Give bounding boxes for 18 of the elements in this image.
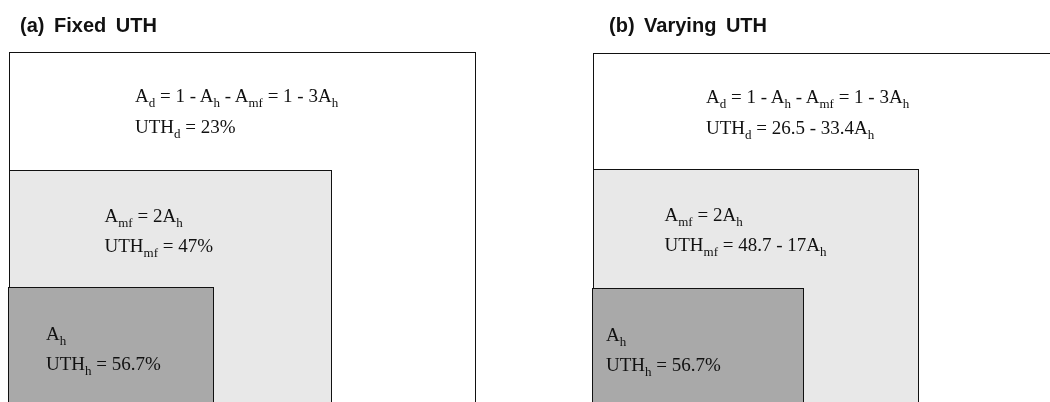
formula-text: A$_{mf}$ = 2A$_{h}$	[664, 204, 743, 226]
formula-text: UTH$_{mf}$ = 47%	[104, 235, 214, 257]
formula-text: A$_{h}$	[46, 323, 67, 345]
formula-text: A$_{d}$ = 1 - A$_{h}$ - A$_{mf}$ = 1 - 3A$_{h}$	[135, 85, 339, 107]
formula-text: UTH$_{mf}$ = 48.7 - 17A$_{h}$	[664, 234, 827, 256]
formula-text: UTH$_{d}$ = 23%	[135, 116, 236, 138]
panel-title: (a) Fixed UTH	[20, 13, 157, 37]
formula-text: A$_{mf}$ = 2A$_{h}$	[104, 205, 183, 227]
region-box	[8, 287, 214, 402]
formula-text: UTH$_{h}$ = 56.7%	[606, 354, 721, 376]
formula-text: A$_{h}$	[606, 324, 627, 346]
region-box	[8, 170, 332, 402]
panel-title: (b) Varying UTH	[609, 13, 767, 37]
formula-text: UTH$_{d}$ = 26.5 - 33.4A$_{h}$	[706, 117, 875, 139]
formula-text: UTH$_{h}$ = 56.7%	[46, 353, 161, 375]
region-box	[592, 288, 804, 402]
region-box	[592, 169, 919, 402]
formula-text: A$_{d}$ = 1 - A$_{h}$ - A$_{mf}$ = 1 - 3A$_{h}$	[706, 86, 910, 108]
